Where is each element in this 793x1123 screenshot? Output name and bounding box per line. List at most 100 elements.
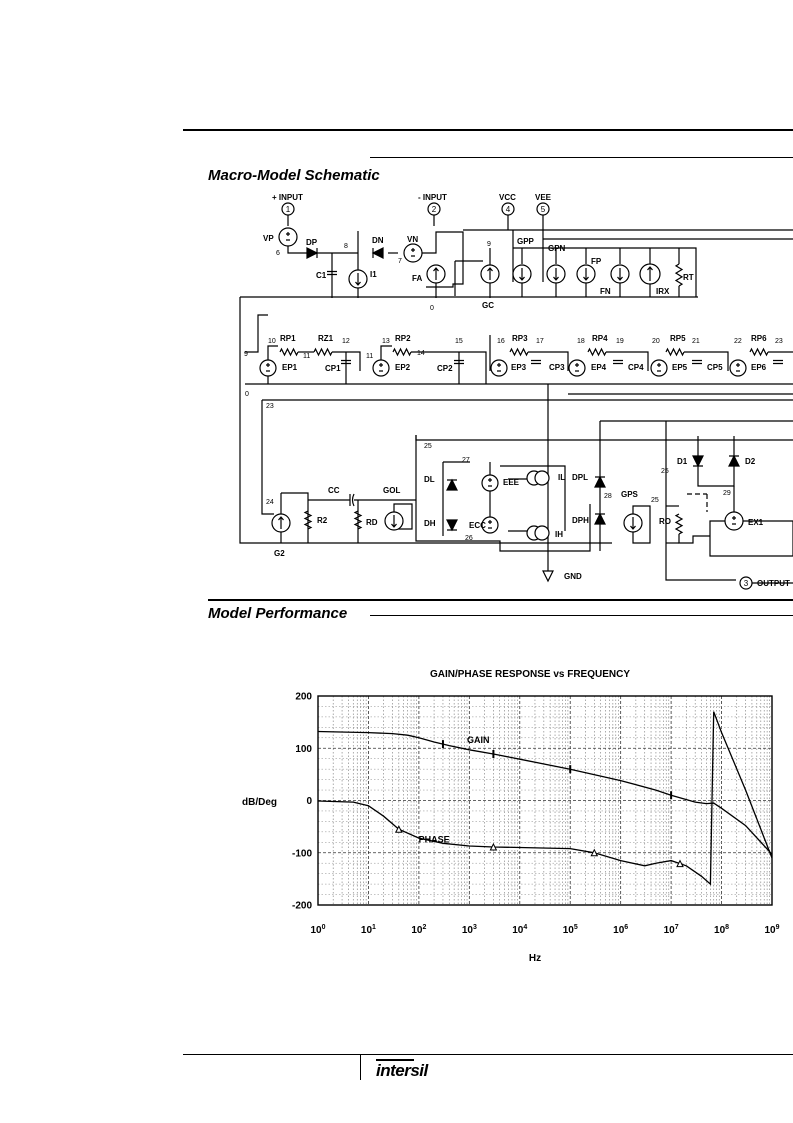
resistor-ro (674, 513, 684, 535)
label-il: IL (558, 473, 565, 482)
node-21: 21 (692, 338, 700, 345)
wire (684, 351, 729, 371)
rail-23-down (261, 400, 274, 515)
source-gpn (546, 264, 566, 284)
resistor-rt (674, 263, 684, 287)
node-7: 7 (398, 258, 402, 265)
wire (422, 231, 464, 288)
node-18: 18 (577, 338, 585, 345)
label-ep3: EP3 (511, 363, 527, 372)
pin-5-number: 5 (541, 205, 546, 214)
node-0: 0 (430, 305, 434, 312)
source-ih-b (534, 525, 550, 541)
label-rp6: RP6 (751, 334, 767, 343)
label-cc: CC (328, 486, 340, 495)
resistor-rd (353, 510, 363, 530)
label-c1: C1 (316, 271, 327, 280)
node-24: 24 (266, 499, 274, 506)
label-dh: DH (424, 519, 436, 528)
label-dn: DN (372, 236, 384, 245)
pin-label-vcc: VCC (499, 193, 516, 202)
node-25: 25 (651, 497, 659, 504)
y-tick-label: 200 (295, 692, 312, 703)
node-12: 12 (342, 338, 350, 345)
label-gps: GPS (621, 490, 639, 499)
node-17: 17 (536, 338, 544, 345)
label-d1: D1 (677, 457, 688, 466)
x-tick-label: 108 (714, 924, 729, 936)
header-rule (183, 129, 793, 131)
wire (332, 351, 361, 371)
label-ro: RO (659, 517, 671, 526)
node-19: 19 (616, 338, 624, 345)
chart-xlabel: Hz (529, 953, 541, 964)
wire (528, 351, 569, 371)
wire (245, 314, 268, 353)
label-i1: I1 (370, 270, 377, 279)
label-fp: FP (591, 257, 602, 266)
pin-label-plus-input: + INPUT (272, 193, 303, 202)
source-vp (278, 227, 298, 247)
node-25-top: 25 (661, 468, 669, 475)
pin-1-number: 1 (286, 205, 291, 214)
rail-left-bottom (239, 297, 612, 544)
diode-dph (594, 512, 606, 525)
label-rd: RD (366, 518, 378, 527)
pin-label-vee: VEE (535, 193, 552, 202)
node-22: 22 (734, 338, 742, 345)
cap-c1 (327, 270, 337, 276)
wire (606, 351, 649, 371)
source-ep2 (372, 359, 390, 377)
wire (287, 246, 358, 254)
wire (380, 345, 392, 360)
diode-dp (306, 247, 319, 259)
annotation-gain: GAIN (467, 735, 490, 745)
label-ep6: EP6 (751, 363, 767, 372)
label-irx: IRX (656, 287, 670, 296)
resistor-rp4 (587, 347, 607, 357)
intersil-logo: intersil (376, 1059, 428, 1081)
footer-rule (183, 1054, 793, 1055)
label-vp: VP (263, 234, 274, 243)
source-il-b (534, 470, 550, 486)
x-tick-label: 103 (462, 924, 477, 936)
label-cp4: CP4 (628, 363, 644, 372)
annotation-phase: PHASE (419, 834, 450, 844)
y-tick-label: 100 (295, 744, 312, 755)
label-g2: G2 (274, 549, 285, 558)
y-tick-label: 0 (306, 796, 312, 807)
label-ecc: ECC (469, 521, 486, 530)
label-cp1: CP1 (325, 364, 341, 373)
node-6: 6 (276, 250, 280, 257)
section-title-performance: Model Performance (208, 605, 348, 622)
label-ih: IH (555, 530, 563, 539)
source-gps (623, 513, 643, 533)
label-dph: DPH (572, 516, 589, 525)
cap-cp4 (613, 359, 623, 365)
cap-cp1 (341, 359, 351, 365)
label-fn: FN (600, 287, 611, 296)
node-25: 25 (424, 443, 432, 450)
label-ep5: EP5 (672, 363, 688, 372)
logo-bar (376, 1059, 414, 1061)
node-9: 9 (244, 351, 248, 358)
label-dl: DL (424, 475, 435, 484)
source-gpp (512, 264, 532, 284)
label-gpp: GPP (517, 237, 535, 246)
source-irx (639, 263, 661, 285)
node-20: 20 (652, 338, 660, 345)
label-gpn: GPN (548, 244, 566, 253)
pin-1 (281, 202, 295, 216)
label-eee: EEE (503, 478, 520, 487)
label-rp2: RP2 (395, 334, 411, 343)
node-27: 27 (462, 457, 470, 464)
x-tick-label: 106 (613, 924, 628, 936)
label-d2: D2 (745, 457, 756, 466)
cap-cc (349, 493, 355, 507)
source-gol (384, 511, 404, 531)
source-fp (576, 264, 596, 284)
x-tick-label: 101 (361, 924, 376, 936)
schematic-title-rule (370, 157, 793, 158)
label-fa: FA (412, 274, 422, 283)
